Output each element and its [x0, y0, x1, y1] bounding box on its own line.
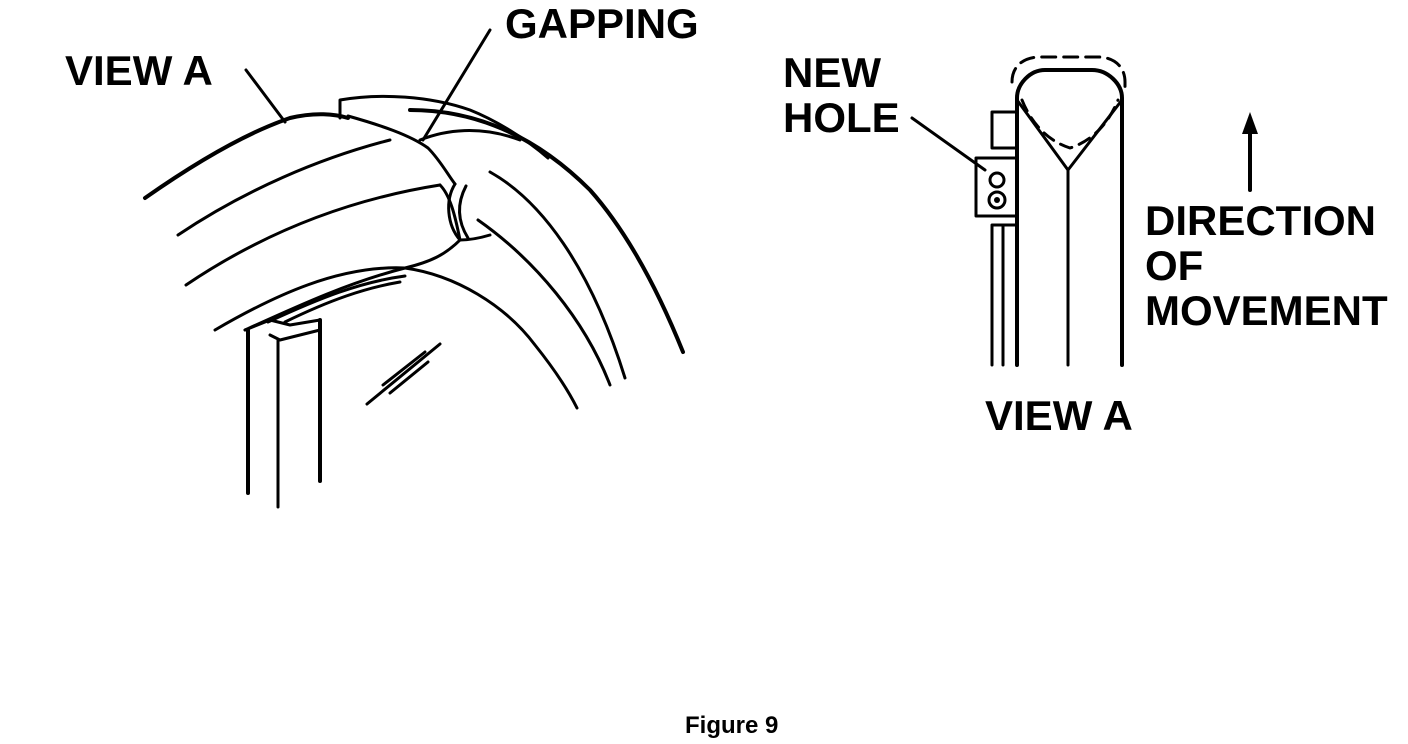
- new-hole-label-line1: NEW: [783, 49, 881, 96]
- view-a-detail-label: VIEW A: [985, 392, 1133, 439]
- gapping-leader-line: [421, 28, 492, 142]
- weatherstrip-right-3: [476, 218, 612, 387]
- weatherstrip-outer-edge: [143, 112, 350, 200]
- fastener-plate: [974, 156, 1019, 218]
- gapping-label: GAPPING: [505, 0, 699, 47]
- bracket-upper: [990, 110, 1019, 150]
- weatherstrip-right-inner: [403, 266, 579, 410]
- weatherstrip-profile-outline: [1015, 68, 1124, 367]
- joint-bulge-inner: [458, 184, 470, 240]
- direction-label-line3: MOVEMENT: [1145, 287, 1388, 334]
- screw-head-icon: [987, 190, 1007, 210]
- view-a-detail: NEW HOLE DIRECTION OF MOVEMENT VIEW A: [783, 49, 1388, 439]
- new-hole-icon: [988, 171, 1006, 189]
- glass-run-channel-end: [243, 318, 322, 342]
- glass-hatch-marks: [365, 342, 442, 406]
- joint-face: [346, 114, 457, 186]
- original-position-dashed-outline: [1010, 55, 1127, 90]
- weatherstrip-line-2: [176, 138, 392, 237]
- joint-cut-line: [403, 183, 462, 270]
- new-hole-leader-line: [910, 116, 987, 172]
- weatherstrip-profile-v: [1015, 98, 1124, 172]
- weatherstrip-right-2: [488, 170, 627, 380]
- figure-caption: Figure 9: [685, 712, 778, 739]
- weatherstrip-right-outer: [408, 108, 685, 354]
- glass-run-channel-inner: [266, 274, 407, 324]
- weatherstrip-inner-edge: [213, 266, 407, 332]
- door-frame-corner-perspective: VIEW A GAPPING: [65, 0, 699, 509]
- view-a-leader-line: [244, 68, 287, 124]
- joint-upper-ridge: [418, 129, 522, 142]
- screw-center-dot: [994, 197, 1000, 203]
- direction-arrow-up-icon: [1242, 112, 1258, 134]
- direction-label-line1: DIRECTION: [1145, 197, 1376, 244]
- weatherstrip-line-3: [184, 183, 442, 287]
- glass-run-channel-inner-2: [283, 280, 402, 324]
- bracket-lower: [990, 223, 1019, 367]
- new-hole-label-line2: HOLE: [783, 94, 900, 141]
- direction-label-line2: OF: [1145, 242, 1203, 289]
- view-a-label: VIEW A: [65, 47, 213, 94]
